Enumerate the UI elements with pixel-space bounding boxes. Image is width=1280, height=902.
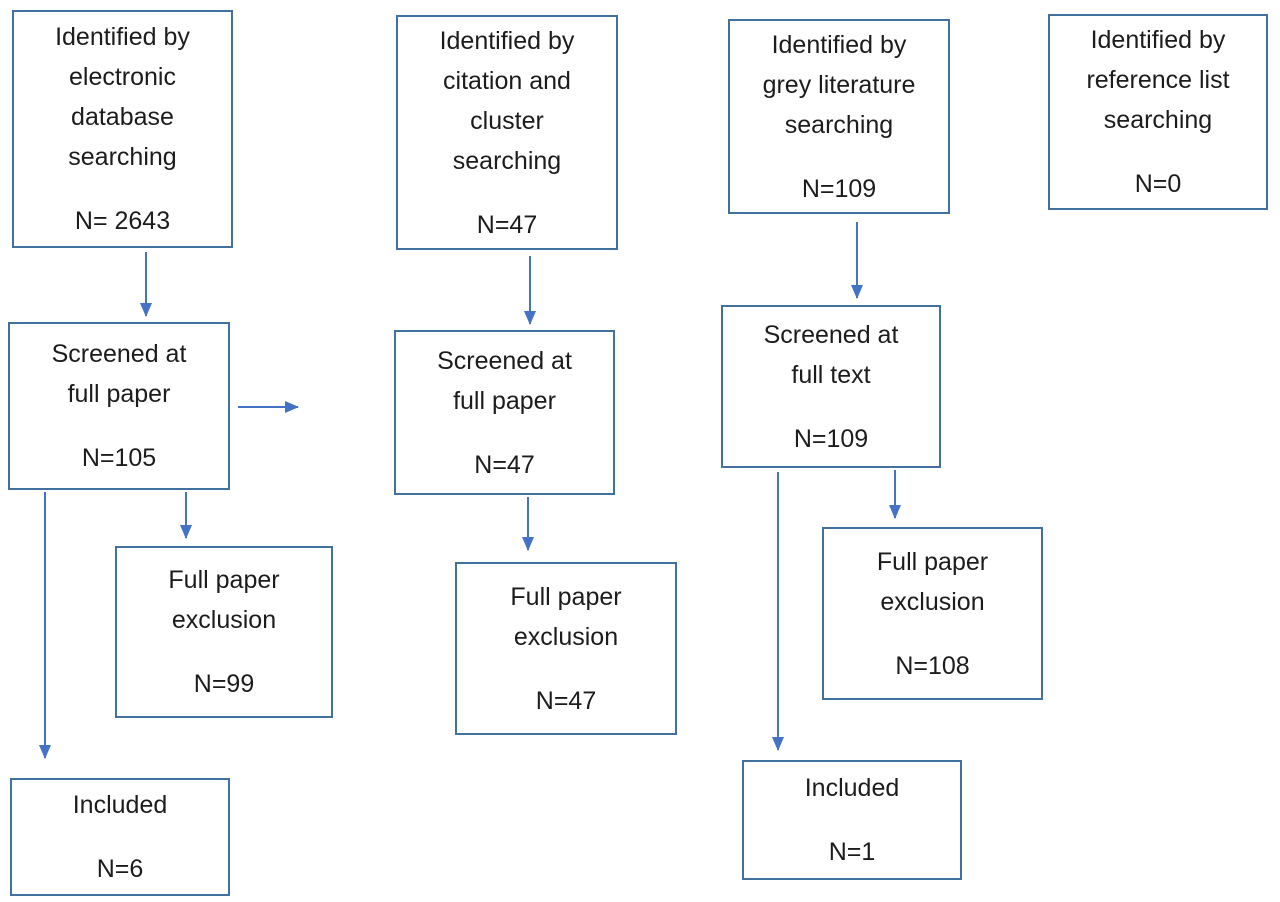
box-label: Included xyxy=(72,791,168,819)
box-included-electronic: Included N=6 xyxy=(10,778,230,896)
box-label: Full paper exclusion xyxy=(168,566,280,634)
box-label: Full paper exclusion xyxy=(876,547,989,616)
box-identified-grey-literature: Identified by grey literature searching … xyxy=(728,19,950,214)
box-count: N=0 xyxy=(1134,170,1182,198)
box-label: Identified by citation and cluster searc… xyxy=(439,26,575,175)
box-screened-full-text-grey: Screened at full text N=109 xyxy=(721,305,941,468)
box-label: Screened at full paper xyxy=(437,346,572,415)
box-screened-full-paper-citation: Screened at full paper N=47 xyxy=(394,330,615,495)
box-count: N=47 xyxy=(476,210,538,239)
box-count: N= 2643 xyxy=(74,207,171,235)
box-full-paper-exclusion-citation: Full paper exclusion N=47 xyxy=(455,562,677,735)
box-label: Identified by electronic database search… xyxy=(55,23,190,171)
box-label: Identified by reference list searching xyxy=(1086,26,1230,134)
box-count: N=1 xyxy=(828,838,876,866)
box-full-paper-exclusion-grey: Full paper exclusion N=108 xyxy=(822,527,1043,700)
box-label: Screened at full paper xyxy=(51,340,187,408)
box-identified-citation-cluster: Identified by citation and cluster searc… xyxy=(396,15,618,250)
box-count: N=6 xyxy=(96,855,144,883)
box-count: N=109 xyxy=(793,424,869,453)
box-count: N=99 xyxy=(193,670,255,698)
box-label: Identified by grey literature searching xyxy=(762,30,916,139)
box-count: N=105 xyxy=(81,444,157,472)
box-included-grey: Included N=1 xyxy=(742,760,962,880)
box-identified-electronic-database: Identified by electronic database search… xyxy=(12,10,233,248)
box-count: N=109 xyxy=(801,174,877,203)
box-label: Screened at full text xyxy=(763,320,899,389)
box-count: N=47 xyxy=(474,450,535,479)
box-count: N=108 xyxy=(895,651,970,680)
box-label: Full paper exclusion xyxy=(510,582,622,651)
box-identified-reference-list: Identified by reference list searching N… xyxy=(1048,14,1268,210)
box-label: Included xyxy=(804,774,900,802)
box-count: N=47 xyxy=(535,686,597,715)
box-full-paper-exclusion-electronic: Full paper exclusion N=99 xyxy=(115,546,333,718)
box-screened-full-paper-electronic: Screened at full paper N=105 xyxy=(8,322,230,490)
